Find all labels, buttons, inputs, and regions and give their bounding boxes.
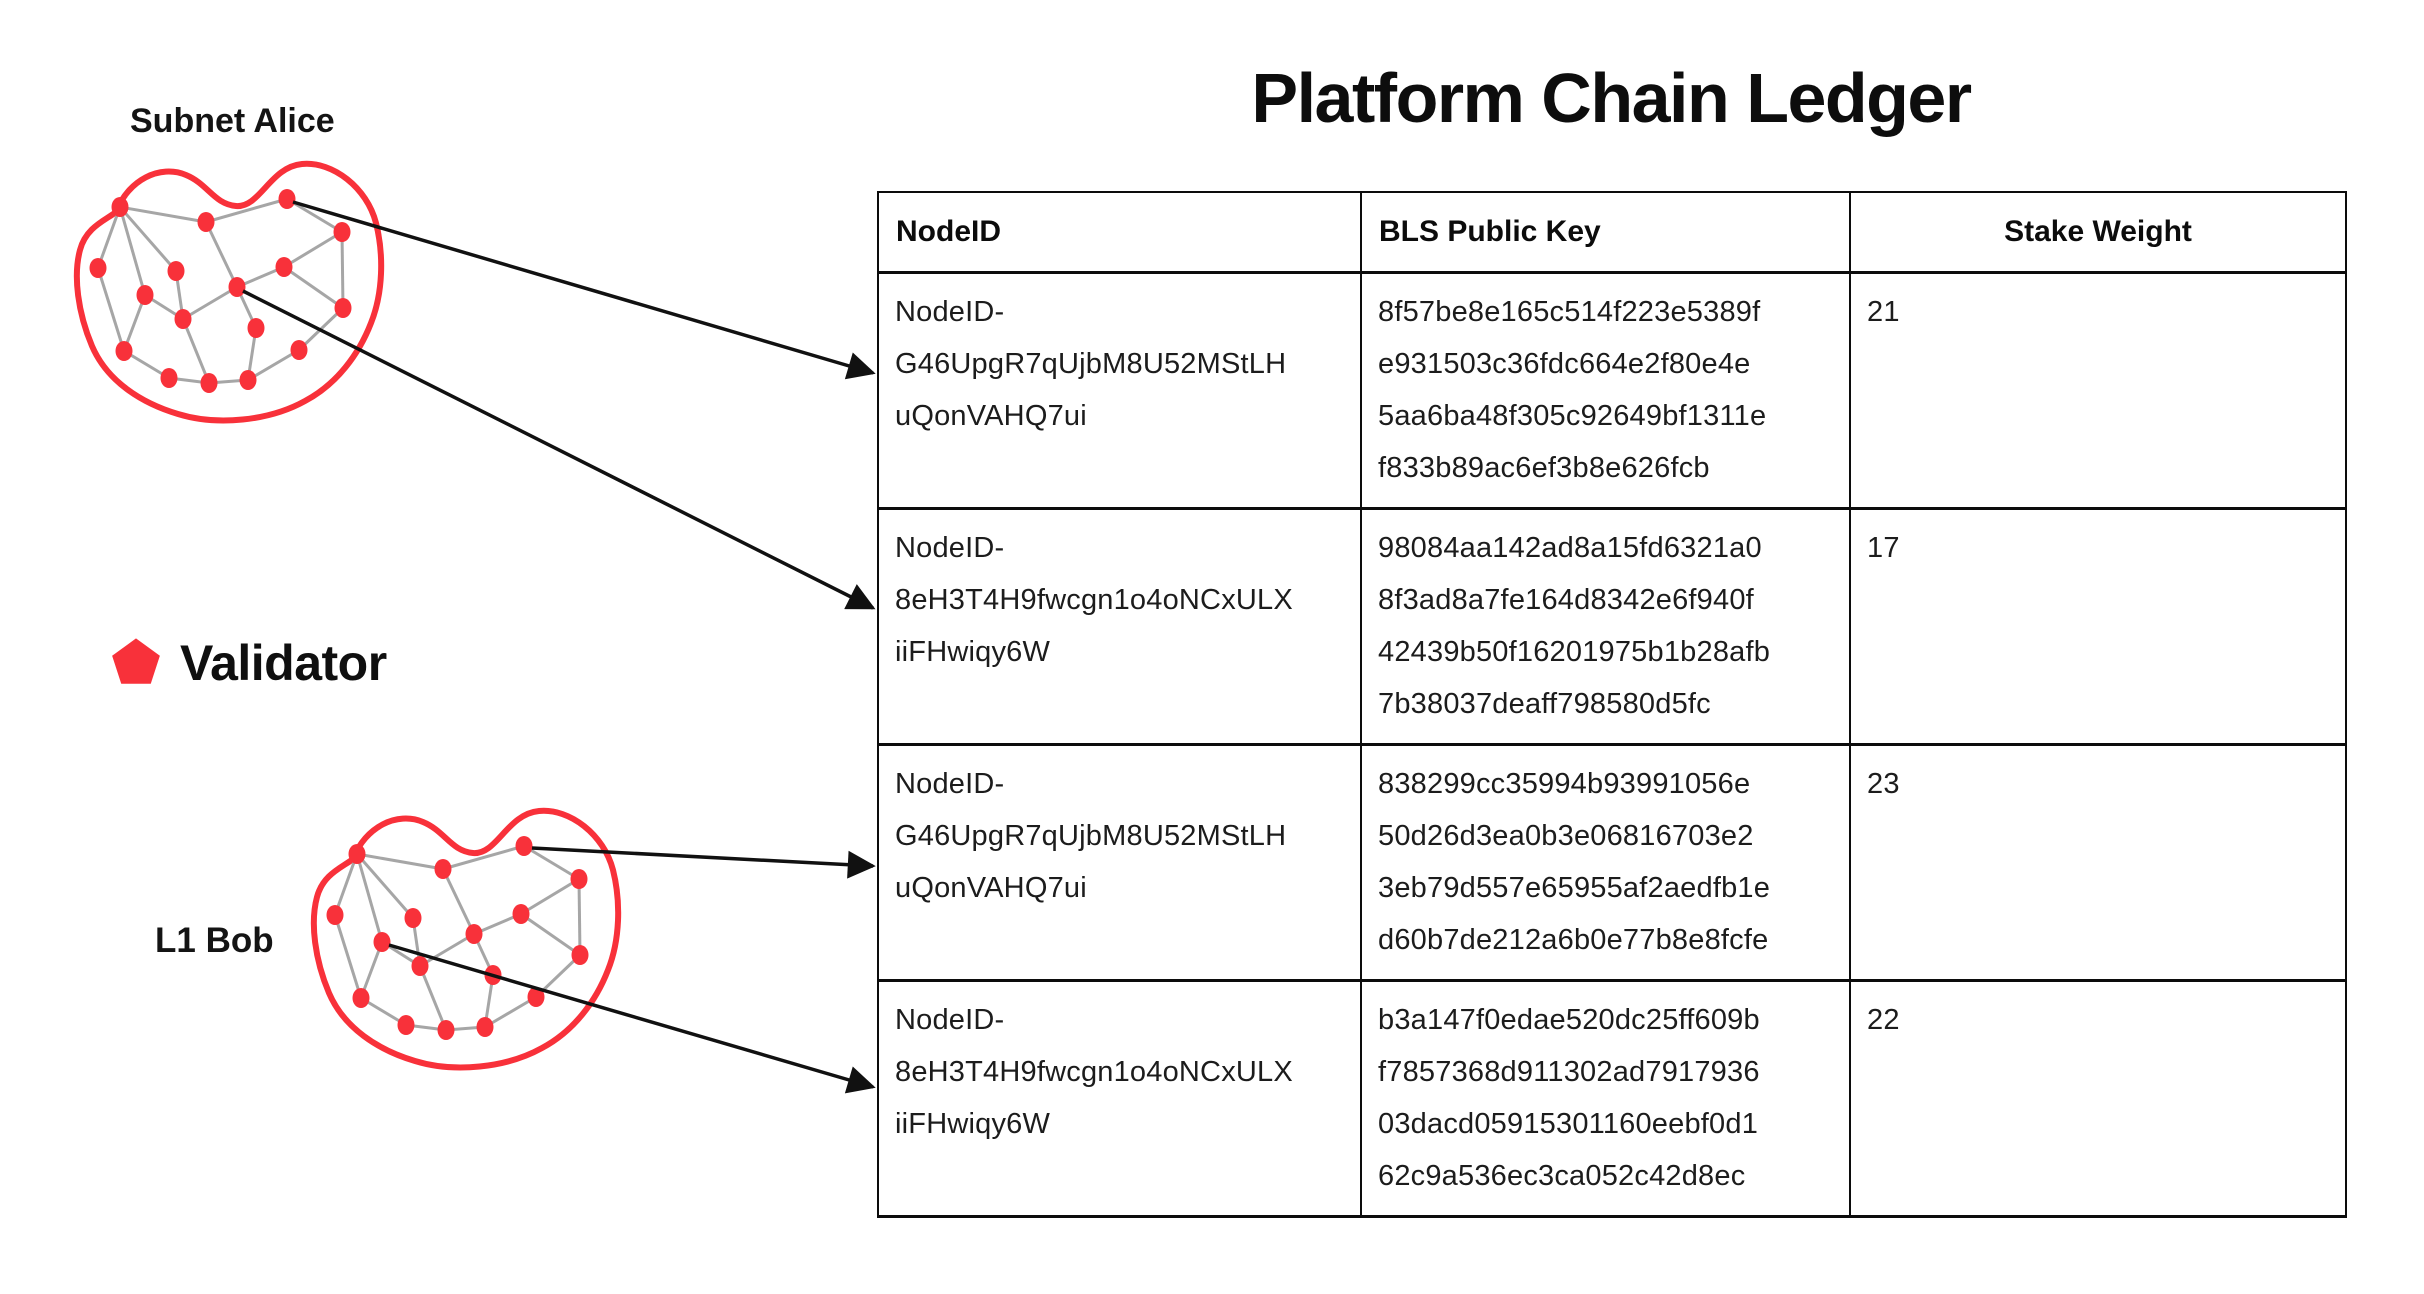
validator-node-icon	[111, 197, 129, 217]
validator-legend: Validator	[110, 637, 387, 689]
mapping-arrow	[531, 846, 876, 879]
subnet-graph-alice	[73, 160, 385, 424]
stake-weight-cell: 17	[1849, 507, 2347, 746]
network-edge	[333, 853, 359, 916]
validator-node-icon	[373, 932, 391, 952]
network-edge	[340, 231, 345, 309]
column-header-bls-public-key: BLS Public Key	[1360, 191, 1851, 274]
bls-public-key-cell: 98084aa142ad8a15fd6321a0 8f3ad8a7fe164d8…	[1360, 507, 1851, 746]
validator-node-icon	[397, 1015, 415, 1035]
network-edge	[118, 206, 178, 272]
network-edge	[118, 206, 147, 296]
network-edge	[520, 912, 581, 957]
network-edge	[356, 852, 444, 871]
validator-node-icon	[160, 368, 178, 388]
validator-node-icon	[200, 373, 218, 393]
column-header-nodeid: NodeID	[877, 191, 1362, 274]
mapping-arrow	[388, 943, 876, 1094]
stake-weight-cell: 23	[1849, 743, 2347, 982]
validator-node-icon	[352, 988, 370, 1008]
validator-node-icon	[290, 340, 308, 360]
network-edge	[181, 318, 211, 384]
node-id-cell: NodeID- 8eH3T4H9fwcgn1o4oNCxULX iiFHwiqy…	[877, 979, 1362, 1218]
network-edge	[119, 205, 207, 224]
network-edge	[355, 853, 415, 919]
table-row: NodeID- 8eH3T4H9fwcgn1o4oNCxULX iiFHwiqy…	[877, 979, 2347, 1218]
network-edge	[520, 877, 580, 916]
validator-node-icon	[527, 987, 545, 1007]
network-edge	[247, 348, 300, 382]
table-row: NodeID- G46UpgR7qUjbM8U52MStLH uQonVAHQ7…	[877, 271, 2347, 510]
mapping-arrow	[292, 200, 876, 380]
network-edge	[182, 285, 238, 321]
subnet-graph-bob	[310, 807, 622, 1071]
validator-legend-label: Validator	[180, 635, 387, 691]
validator-node-icon	[197, 212, 215, 232]
validator-node-icon	[515, 836, 533, 856]
validator-node-icon	[334, 298, 352, 318]
column-header-stake-weight: Stake Weight	[1849, 191, 2347, 274]
validator-node-icon	[167, 261, 185, 281]
subnet-boundary	[73, 160, 385, 424]
validator-node-icon	[570, 869, 588, 889]
network-edge	[523, 844, 580, 881]
network-edge	[359, 941, 384, 999]
network-edge	[355, 853, 384, 943]
bls-public-key-cell: b3a147f0edae520dc25ff609b f7857368d91130…	[1360, 979, 1851, 1218]
table-row: NodeID- G46UpgR7qUjbM8U52MStLH uQonVAHQ7…	[877, 743, 2347, 982]
network-edge	[333, 914, 363, 999]
validator-node-icon	[136, 285, 154, 305]
network-edge	[577, 878, 582, 956]
validator-node-icon	[247, 318, 265, 338]
validator-node-icon	[434, 859, 452, 879]
stake-weight-cell: 21	[1849, 271, 2347, 510]
page-title: Platform Chain Ledger	[1251, 59, 1972, 137]
validator-node-icon	[326, 905, 344, 925]
network-edge	[418, 965, 448, 1031]
network-edge	[484, 995, 537, 1029]
validator-node-icon	[333, 222, 351, 242]
validator-node-icon	[411, 956, 429, 976]
table-row: NodeID- 8eH3T4H9fwcgn1o4oNCxULX iiFHwiqy…	[877, 507, 2347, 746]
network-edge	[96, 267, 126, 352]
bls-public-key-cell: 8f57be8e165c514f223e5389f e931503c36fdc6…	[1360, 271, 1851, 510]
network-edge	[441, 868, 476, 935]
validator-node-icon	[571, 945, 589, 965]
validator-node-icon	[437, 1020, 455, 1040]
validator-node-icon	[512, 904, 530, 924]
network-edge	[283, 230, 343, 269]
mapping-arrow	[242, 289, 876, 610]
subnet-alice-label: Subnet Alice	[130, 102, 335, 140]
validator-node-icon	[115, 341, 133, 361]
node-id-cell: NodeID- G46UpgR7qUjbM8U52MStLH uQonVAHQ7…	[877, 743, 1362, 982]
validator-node-icon	[465, 924, 483, 944]
network-edge	[442, 844, 525, 871]
l1-bob-label: L1 Bob	[155, 921, 274, 960]
network-edge	[204, 221, 239, 288]
validator-node-icon	[278, 189, 296, 209]
validator-node-icon	[348, 844, 366, 864]
node-id-cell: NodeID- 8eH3T4H9fwcgn1o4oNCxULX iiFHwiqy…	[877, 507, 1362, 746]
validator-node-icon	[476, 1017, 494, 1037]
validator-node-icon	[228, 277, 246, 297]
validator-node-icon	[89, 258, 107, 278]
validator-node-icon	[174, 309, 192, 329]
ledger-table-body: NodeID- G46UpgR7qUjbM8U52MStLH uQonVAHQ7…	[877, 271, 2347, 1218]
validator-node-icon	[404, 908, 422, 928]
network-edge	[122, 294, 147, 352]
stake-weight-cell: 22	[1849, 979, 2347, 1218]
validator-node-icon	[275, 257, 293, 277]
network-edge	[96, 206, 122, 269]
node-id-cell: NodeID- G46UpgR7qUjbM8U52MStLH uQonVAHQ7…	[877, 271, 1362, 510]
validator-node-icon	[239, 370, 257, 390]
subnet-boundary	[310, 807, 622, 1071]
pentagon-icon	[112, 638, 160, 684]
network-edge	[205, 197, 288, 224]
bls-public-key-cell: 838299cc35994b93991056e 50d26d3ea0b3e068…	[1360, 743, 1851, 982]
network-edge	[283, 265, 344, 310]
network-edge	[419, 932, 475, 968]
